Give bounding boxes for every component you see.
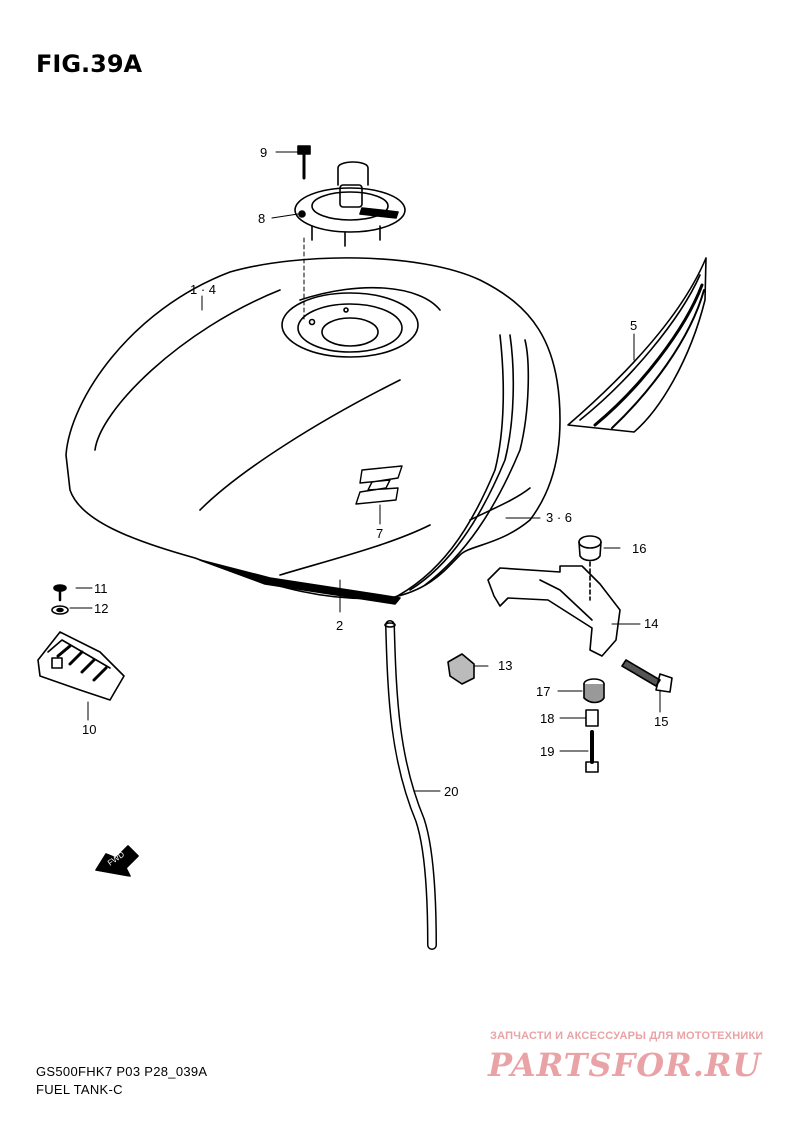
screw-part xyxy=(53,584,67,602)
bracket-part-14 xyxy=(487,565,621,657)
cap-bolt-part xyxy=(297,145,311,180)
callout-10: 10 xyxy=(82,722,96,737)
callout-12: 12 xyxy=(94,601,108,616)
callout-18: 18 xyxy=(540,711,554,726)
side-panel-part xyxy=(567,257,707,433)
washer-part xyxy=(51,605,69,615)
watermark-tagline: ЗАПЧАСТИ И АКСЕССУАРЫ ДЛЯ МОТОТЕХНИКИ xyxy=(490,1030,764,1042)
callout-15: 15 xyxy=(654,714,668,729)
leader-lines xyxy=(69,151,661,792)
callout-8: 8 xyxy=(258,211,265,226)
callout-13: 13 xyxy=(498,658,512,673)
callout-7: 7 xyxy=(376,526,383,541)
bolt-part-15 xyxy=(621,659,673,693)
figure-title: FIG.39A xyxy=(36,50,143,78)
callout-16: 16 xyxy=(632,541,646,556)
footer-model-code: GS500FHK7 P03 P28_039A xyxy=(36,1064,208,1079)
callout-1-4: 1 · 4 xyxy=(190,282,216,297)
callout-3-6: 3 · 6 xyxy=(546,510,572,525)
forward-direction-icon: FWD xyxy=(95,845,139,877)
drain-hose-part xyxy=(384,620,437,950)
callout-11: 11 xyxy=(94,581,108,596)
callout-17: 17 xyxy=(536,684,550,699)
grommet-part-16 xyxy=(578,535,602,601)
callout-5: 5 xyxy=(630,318,637,333)
fuel-cap-part xyxy=(294,161,406,247)
fuel-tank-part xyxy=(65,257,561,605)
callout-2: 2 xyxy=(336,618,343,633)
callout-19: 19 xyxy=(540,744,554,759)
callout-14: 14 xyxy=(644,616,658,631)
callout-9: 9 xyxy=(260,145,267,160)
heat-shield-part xyxy=(37,631,125,701)
collar-part-18 xyxy=(585,709,599,727)
bolt-part-19 xyxy=(585,730,599,773)
callout-numbers: 9 8 1 · 4 5 7 3 · 6 2 16 14 13 15 17 18 … xyxy=(82,145,668,799)
footer-section-name: FUEL TANK-C xyxy=(36,1082,123,1097)
callout-20: 20 xyxy=(444,784,458,799)
grommet-part-17 xyxy=(583,678,605,704)
cushion-part-13 xyxy=(447,653,475,685)
watermark-site: PARTSFOR.RU xyxy=(488,1046,762,1084)
